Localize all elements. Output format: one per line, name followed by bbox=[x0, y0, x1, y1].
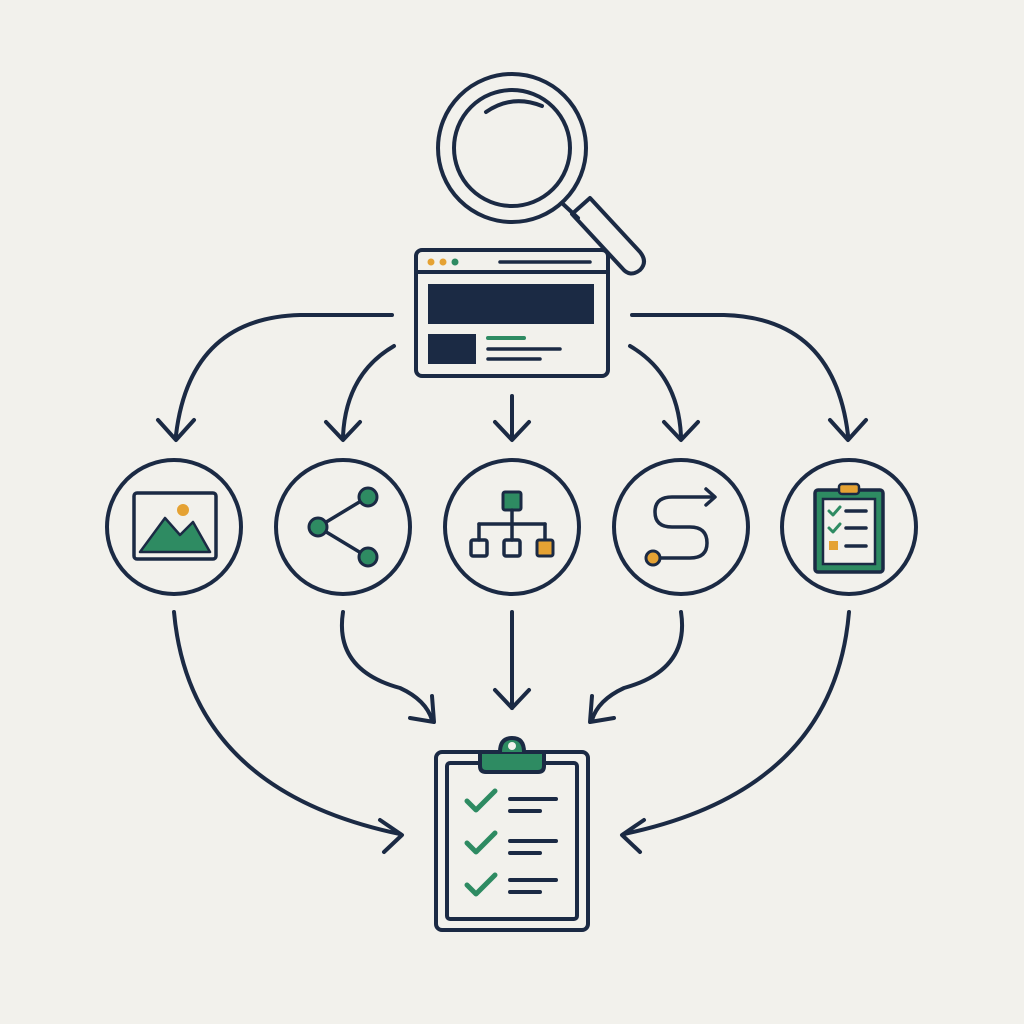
browser-banner-block bbox=[428, 284, 594, 324]
image-icon bbox=[132, 491, 218, 561]
branch-node-checklist bbox=[780, 458, 918, 596]
window-dot-amber-2 bbox=[439, 258, 447, 266]
path-route-icon bbox=[644, 487, 717, 567]
window-dot-green bbox=[451, 258, 459, 266]
check-mark-1 bbox=[464, 788, 498, 813]
checklist-clipboard-icon bbox=[813, 482, 885, 574]
browser-window-icon bbox=[414, 248, 610, 378]
share-icon bbox=[307, 486, 379, 568]
magnifying-glass-icon bbox=[436, 72, 646, 276]
branch-node-image bbox=[105, 458, 243, 596]
branch-node-route bbox=[612, 458, 750, 596]
bottom-arrows bbox=[172, 610, 851, 854]
check-mark-3 bbox=[464, 872, 498, 897]
branch-node-share bbox=[274, 458, 412, 596]
top-arrows bbox=[156, 313, 868, 442]
hierarchy-icon bbox=[469, 490, 555, 558]
window-dot-amber bbox=[427, 258, 435, 266]
check-mark-2 bbox=[464, 830, 498, 855]
clipboard-checklist-icon bbox=[434, 735, 590, 932]
branch-node-hierarchy bbox=[443, 458, 581, 596]
browser-thumbnail-block bbox=[428, 334, 476, 364]
